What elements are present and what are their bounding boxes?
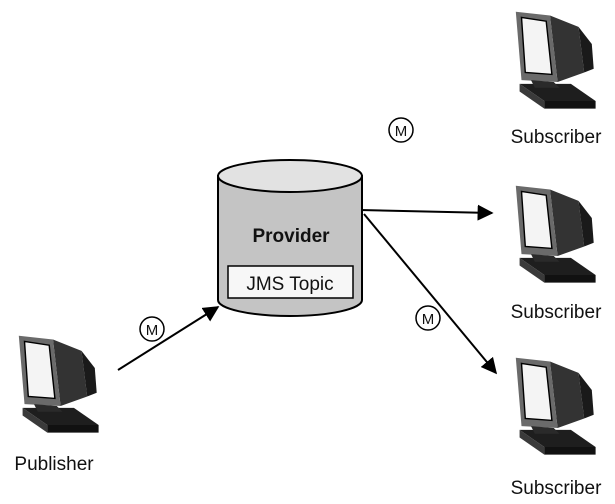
message-marker-2-label: M [395, 123, 408, 140]
publisher-computer-icon [18, 334, 100, 434]
message-marker-1: M [139, 316, 165, 342]
subscriber-1-computer-icon [515, 10, 597, 110]
provider-to-subscriber-2-arrow [359, 204, 494, 221]
publisher-label: Publisher [14, 454, 94, 475]
subscriber-2-label: Subscriber [511, 302, 602, 323]
message-marker-2: M [388, 117, 414, 143]
subscriber-1-label: Subscriber [511, 127, 602, 148]
provider-label: Provider [252, 226, 330, 247]
provider-to-subscriber-3-arrow [363, 213, 498, 375]
jms-topic-box [227, 265, 354, 299]
message-marker-3: M [415, 305, 441, 331]
publisher-to-provider-arrow [117, 306, 220, 371]
jms-topic-label: JMS Topic [246, 274, 333, 295]
message-marker-1-label: M [146, 322, 159, 339]
subscriber-3-computer-icon [515, 356, 597, 456]
subscriber-2-computer-icon [515, 184, 597, 284]
subscriber-3-label: Subscriber [511, 478, 602, 499]
message-marker-3-label: M [422, 311, 435, 328]
